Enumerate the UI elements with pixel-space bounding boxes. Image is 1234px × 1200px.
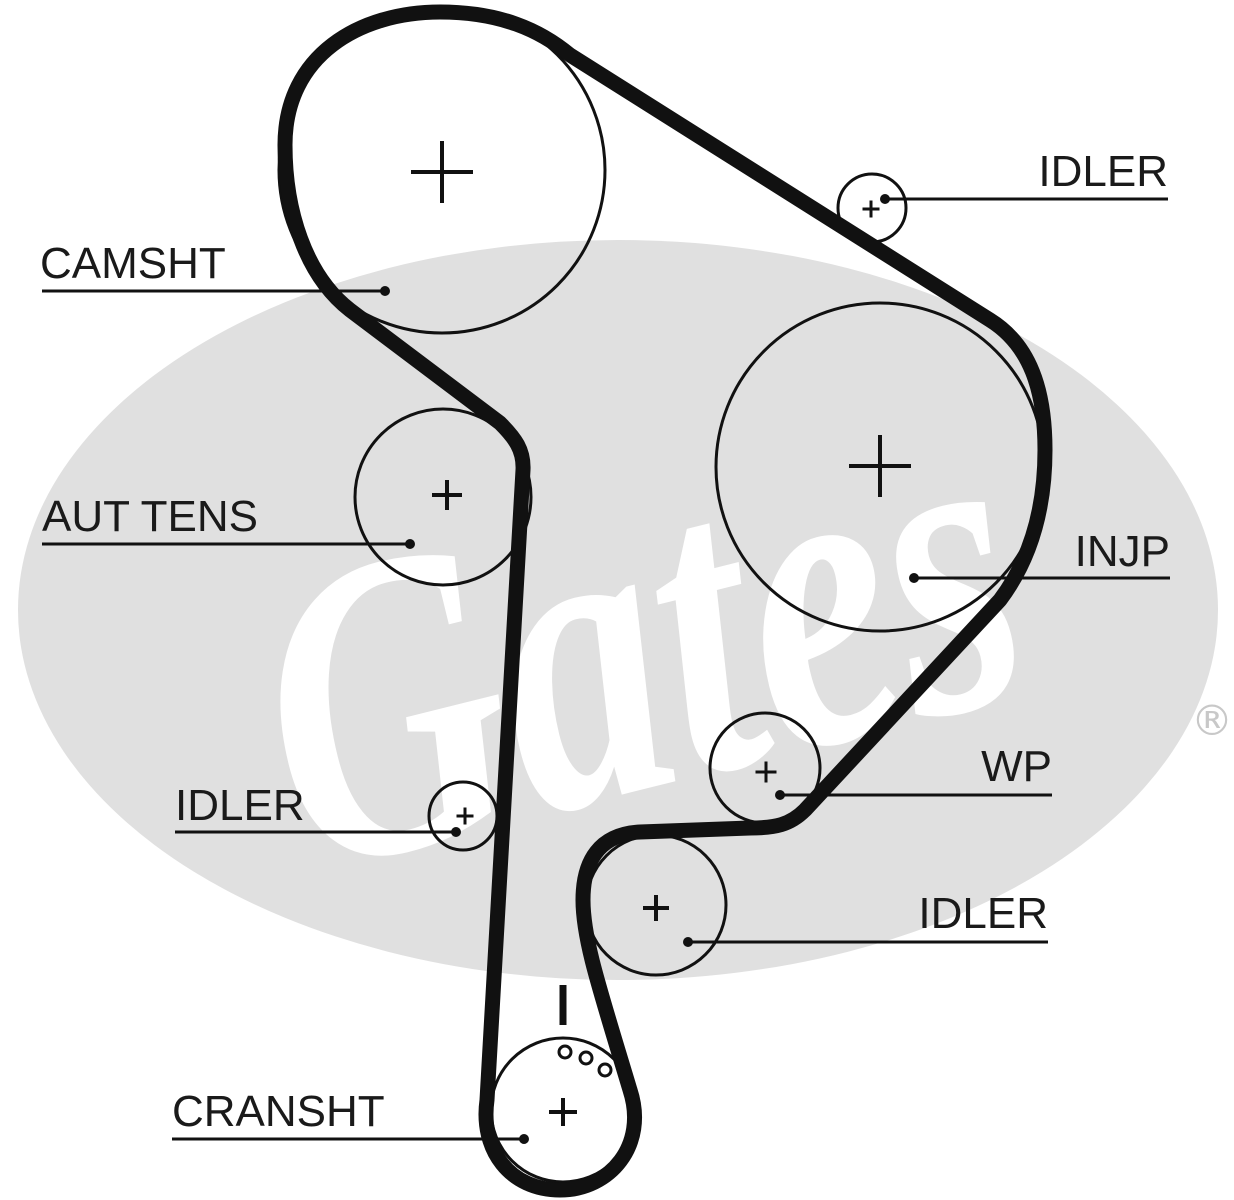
water-pump-leader-dot <box>775 790 785 800</box>
leader-lines <box>42 194 1170 1144</box>
timing-mark-hole <box>578 1050 594 1066</box>
idler-left-label: IDLER <box>175 781 305 830</box>
idler-top-leader-dot <box>880 194 890 204</box>
crankshaft-center-cross <box>549 1098 577 1126</box>
timing-belt <box>277 4 1053 1198</box>
water-pump-label: WP <box>981 742 1052 791</box>
auto-tensioner-center-cross <box>432 480 462 510</box>
camshaft-label: CAMSHT <box>40 239 226 288</box>
auto-tensioner-leader-dot <box>405 539 415 549</box>
registered-mark: ® <box>1191 696 1233 745</box>
timing-mark-hole <box>597 1062 613 1078</box>
crankshaft-label: CRANSHT <box>172 1087 385 1136</box>
idler-left-leader-dot <box>451 827 461 837</box>
pulley-center-marks <box>411 141 911 1126</box>
injection-pump-label: INJP <box>1075 527 1170 576</box>
water-pump-center-cross <box>755 761 777 783</box>
component-labels: CAMSHT IDLER AUT TENS INJP IDLER WP IDLE… <box>40 147 1170 1136</box>
gates-watermark: Gates ® <box>18 240 1233 980</box>
auto-tensioner-pulley <box>353 407 533 587</box>
camshaft-leader-dot <box>380 286 390 296</box>
idler-lower-center-cross <box>643 895 669 921</box>
idler-lower-label: IDLER <box>918 889 1048 938</box>
crankshaft-timing-marks <box>557 985 613 1078</box>
injection-pump-leader-dot <box>909 573 919 583</box>
auto-tensioner-label: AUT TENS <box>42 492 258 541</box>
idler-top-center-cross <box>862 200 880 218</box>
idler-left-center-cross <box>456 807 474 825</box>
injection-pump-center-cross <box>849 435 911 497</box>
camshaft-center-cross <box>411 141 473 203</box>
idler-lower-leader-dot <box>683 937 693 947</box>
idler-top-label: IDLER <box>1038 147 1168 196</box>
timing-mark-hole <box>557 1044 573 1060</box>
crankshaft-leader-dot <box>519 1134 529 1144</box>
